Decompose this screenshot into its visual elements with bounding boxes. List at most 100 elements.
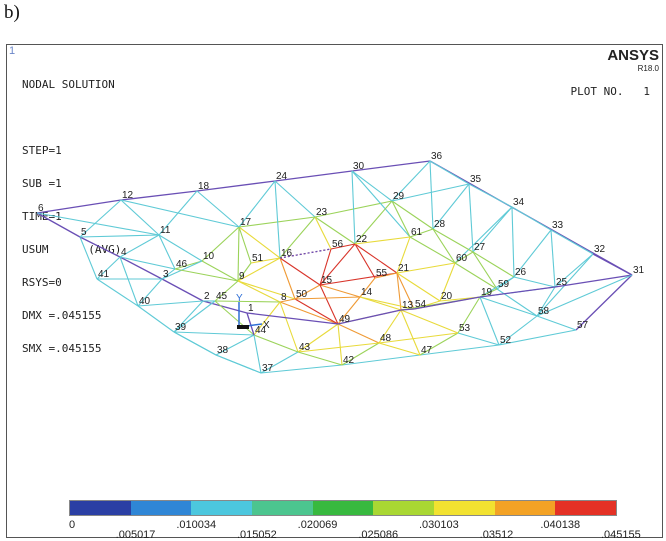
truss-member	[196, 180, 276, 192]
truss-member	[354, 243, 398, 274]
truss-member	[214, 280, 239, 302]
info-line: DMX =.045155	[22, 309, 102, 322]
node-label: 40	[139, 296, 151, 307]
truss-member	[457, 332, 500, 346]
legend-tick-label: .030103	[419, 519, 459, 531]
truss-member	[479, 296, 500, 346]
truss-member	[592, 253, 633, 276]
truss-member	[237, 280, 296, 300]
node-label: 25	[556, 277, 568, 288]
truss-member	[337, 296, 361, 325]
truss-member	[314, 216, 356, 245]
truss-member	[319, 284, 339, 325]
truss-member	[432, 183, 470, 230]
truss-member	[250, 257, 281, 264]
legend-tick-label: .03512	[479, 529, 514, 541]
truss-member	[351, 170, 393, 202]
truss-member	[400, 308, 415, 311]
truss-member	[79, 236, 121, 258]
truss-member	[279, 257, 321, 286]
truss-member	[351, 170, 356, 245]
truss-member	[409, 228, 434, 238]
node-label: 20	[441, 291, 453, 302]
truss-member	[413, 296, 481, 310]
truss-member	[391, 200, 434, 230]
truss-member	[354, 200, 393, 245]
truss-members	[36, 160, 633, 374]
window-number: 1	[9, 45, 16, 57]
node-label: 26	[515, 267, 527, 278]
truss-member	[337, 323, 343, 366]
truss-member	[359, 277, 376, 298]
node-label: 56	[332, 239, 344, 250]
truss-member	[341, 342, 380, 366]
truss-member	[513, 276, 556, 288]
truss-member	[274, 180, 316, 218]
truss-member	[238, 226, 252, 264]
truss-member	[260, 364, 343, 374]
truss-member	[279, 216, 316, 259]
truss-member	[419, 344, 500, 356]
truss-member	[214, 300, 255, 336]
truss-member	[237, 280, 281, 303]
truss-member	[119, 234, 160, 258]
legend-tick-label: .045155	[601, 529, 641, 541]
legend-band	[434, 501, 495, 515]
node-label: 6	[38, 203, 44, 214]
node-label: 19	[481, 287, 493, 298]
truss-member	[158, 234, 203, 262]
node-label: 14	[361, 287, 373, 298]
node-label: 43	[299, 342, 311, 353]
truss-member	[119, 256, 139, 307]
truss-member	[554, 253, 594, 288]
node-label: 5	[81, 227, 87, 238]
truss-member	[479, 286, 556, 298]
truss-member	[400, 309, 421, 356]
truss-member	[396, 262, 456, 274]
plot-number-value: 1	[643, 85, 650, 98]
node-label: 37	[262, 363, 274, 374]
truss-member	[468, 183, 474, 253]
legend-tick-label: .010034	[176, 519, 217, 531]
truss-member	[378, 342, 421, 356]
truss-member	[279, 248, 332, 259]
triad-origin	[237, 325, 249, 329]
truss-member	[554, 274, 633, 288]
truss-member	[279, 301, 339, 325]
node-label: 21	[398, 263, 410, 274]
truss-member	[196, 190, 240, 228]
truss-member	[479, 288, 498, 298]
triad-x-label: X	[263, 320, 270, 331]
truss-member	[158, 234, 176, 270]
ansys-plot-window: 1 NODAL SOLUTION STEP=1 SUB =1 TIME=1 US…	[6, 44, 663, 541]
node-label: 44	[255, 325, 267, 336]
truss-member	[319, 243, 356, 286]
truss-member	[391, 183, 470, 202]
info-line: STEP=1	[22, 144, 62, 157]
node-label: 54	[415, 299, 427, 310]
truss-member	[496, 288, 538, 317]
truss-member	[341, 354, 421, 366]
truss-member	[396, 236, 411, 274]
ansys-logo: ANSYS	[607, 47, 659, 64]
node-label: 27	[474, 242, 486, 253]
truss-member	[319, 284, 361, 298]
truss-member	[359, 296, 402, 311]
truss-member	[472, 206, 513, 253]
triad-y-label: Y	[236, 293, 243, 304]
truss-member	[36, 212, 160, 236]
truss-member	[253, 334, 262, 374]
truss-member	[359, 296, 415, 310]
legend-tick-label: .025086	[358, 529, 399, 541]
node-label: 39	[175, 322, 187, 333]
node-label: 45	[216, 291, 228, 302]
truss-member	[378, 309, 402, 344]
truss-member	[238, 226, 281, 259]
truss-member	[337, 323, 380, 344]
legend-tick-label: .005017	[115, 529, 156, 541]
node-label: 31	[633, 265, 645, 276]
truss-member	[351, 160, 431, 172]
truss-member	[174, 260, 203, 270]
node-label: 24	[276, 171, 288, 182]
truss-member	[429, 160, 434, 230]
